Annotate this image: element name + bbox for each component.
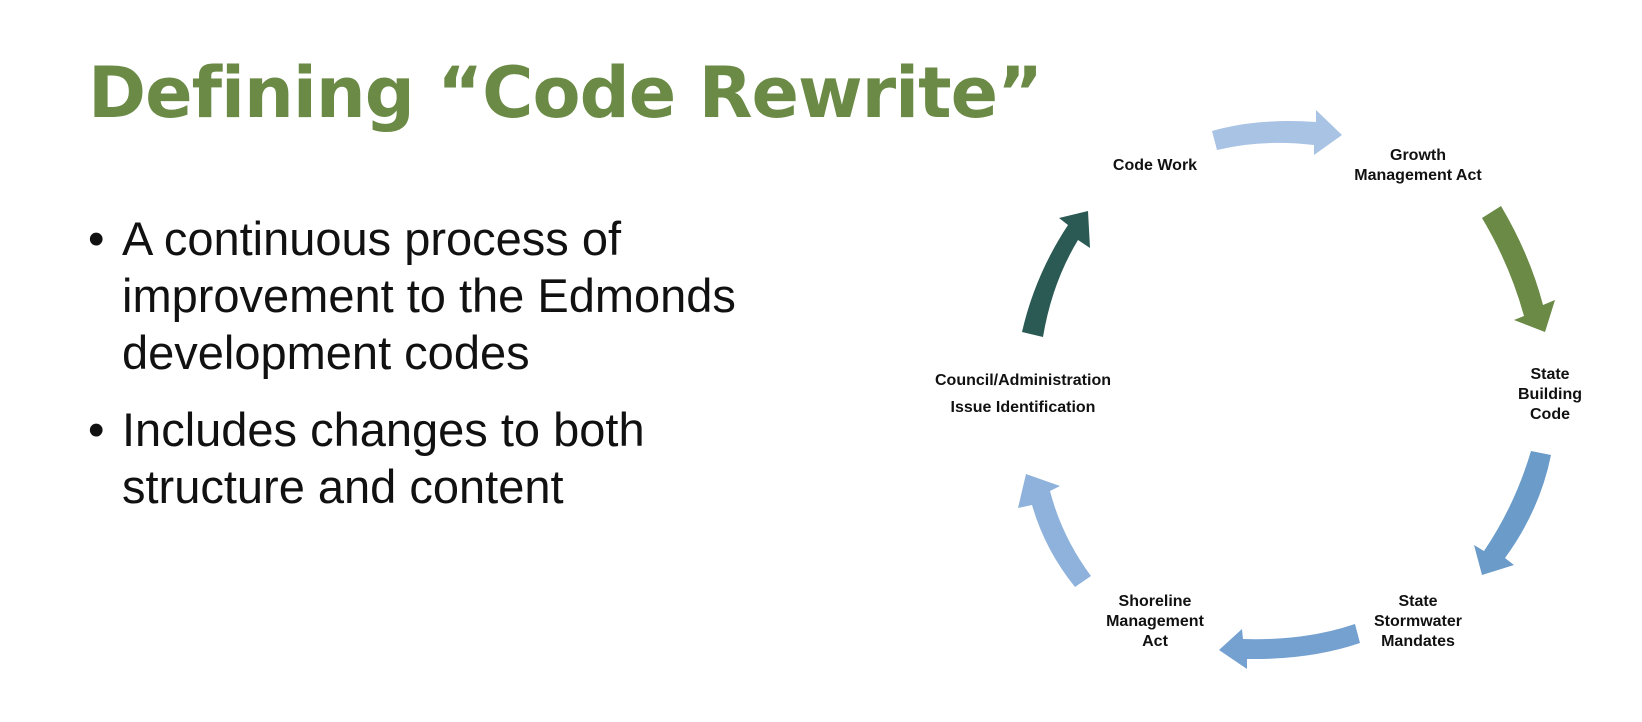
bullet-marker: • bbox=[88, 403, 105, 456]
node-label-line: Council/Administration bbox=[935, 372, 1111, 389]
bullet-text: Includes changes to both structure and c… bbox=[122, 403, 645, 513]
bullet-item: • A continuous process of improvement to… bbox=[88, 210, 828, 381]
slide-title: Defining “Code Rewrite” bbox=[88, 52, 1043, 134]
node-label-line: Act bbox=[1142, 633, 1168, 650]
node-label-line: Mandates bbox=[1381, 633, 1455, 650]
cycle-node-council-administration-issue-identification: Council/Administration Issue Identificat… bbox=[935, 372, 1111, 416]
cycle-arrow bbox=[1474, 451, 1551, 575]
node-label-line: Code bbox=[1530, 406, 1570, 423]
cycle-arrow bbox=[1219, 624, 1360, 669]
node-label-line: Code Work bbox=[1113, 157, 1197, 174]
cycle-arrow bbox=[1018, 474, 1091, 587]
cycle-node-growth-management-act: Growth Management Act bbox=[1354, 147, 1482, 184]
node-label-line: Stormwater bbox=[1374, 613, 1462, 630]
node-label-line: Growth bbox=[1390, 147, 1446, 164]
bullet-item: • Includes changes to both structure and… bbox=[88, 401, 828, 515]
node-label-line: Shoreline bbox=[1119, 593, 1192, 610]
cycle-arrow bbox=[1212, 110, 1342, 155]
node-label-line: State bbox=[1398, 593, 1437, 610]
bullet-text: A continuous process of improvement to t… bbox=[122, 212, 736, 379]
cycle-arrow bbox=[1022, 211, 1090, 337]
cycle-node-state-building-code: State Building Code bbox=[1518, 366, 1582, 423]
bullet-marker: • bbox=[88, 212, 105, 265]
node-label-line: Management bbox=[1106, 613, 1204, 630]
cycle-arrows bbox=[1018, 110, 1555, 669]
cycle-node-shoreline-management-act: Shoreline Management Act bbox=[1106, 593, 1204, 650]
node-label-line: State bbox=[1530, 366, 1569, 383]
node-label-line: Management Act bbox=[1354, 167, 1482, 184]
node-label-line: Issue Identification bbox=[951, 399, 1096, 416]
cycle-node-state-stormwater-mandates: State Stormwater Mandates bbox=[1374, 593, 1462, 650]
cycle-node-code-work: Code Work bbox=[1113, 157, 1197, 174]
bullet-list: • A continuous process of improvement to… bbox=[88, 210, 828, 535]
cycle-arrow bbox=[1482, 206, 1555, 332]
node-label-line: Building bbox=[1518, 386, 1582, 403]
